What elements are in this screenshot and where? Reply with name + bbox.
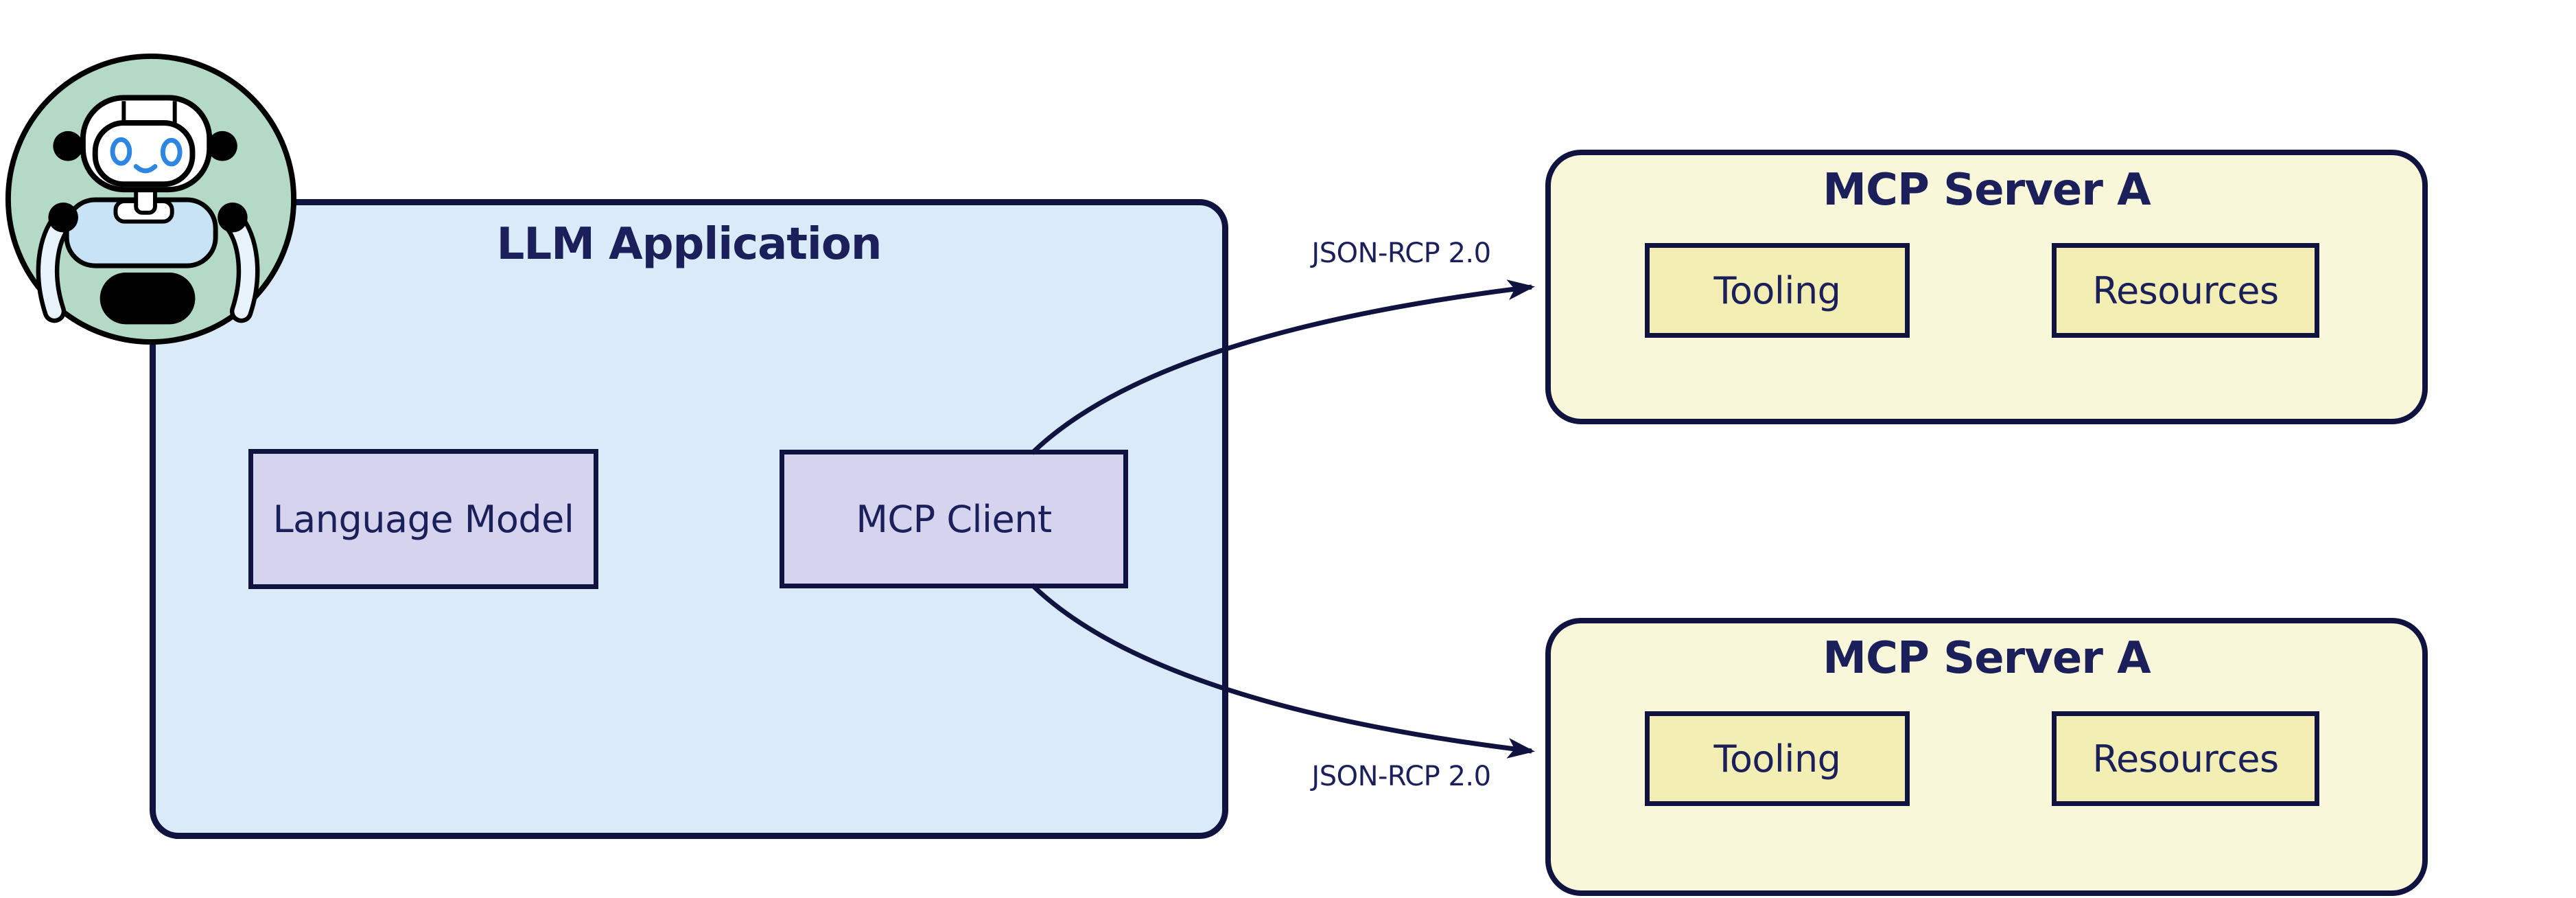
robot-eye-left: [110, 137, 132, 166]
tooling-box-bottom: Tooling: [1645, 711, 1910, 806]
mcp-server-bottom-box: MCP Server A Tooling Resources: [1545, 618, 2428, 896]
resources-box-bottom: Resources: [2052, 711, 2319, 806]
robot-ear-right: [207, 130, 237, 161]
mcp-client-label: MCP Client: [856, 497, 1052, 541]
tooling-label-bottom: Tooling: [1713, 737, 1841, 781]
llm-application-title: LLM Application: [496, 219, 882, 270]
robot-ear-left: [53, 130, 83, 161]
language-model-label: Language Model: [272, 497, 574, 541]
resources-label-top: Resources: [2092, 268, 2279, 312]
robot-smile: [133, 163, 158, 174]
language-model-box: Language Model: [248, 449, 598, 589]
robot-hand-left: [48, 202, 78, 233]
resources-box-top: Resources: [2052, 243, 2319, 338]
robot-mascot-icon: [5, 53, 297, 345]
robot-tablet: [99, 273, 196, 325]
robot-hand-right: [218, 202, 248, 233]
mcp-server-top-title: MCP Server A: [1823, 165, 2151, 216]
resources-label-bottom: Resources: [2092, 737, 2279, 781]
mcp-server-top-box: MCP Server A Tooling Resources: [1545, 150, 2428, 424]
connection-label-top: JSON-RCP 2.0: [1311, 238, 1491, 269]
tooling-box-top: Tooling: [1645, 243, 1910, 338]
connection-label-bottom: JSON-RCP 2.0: [1311, 761, 1491, 792]
mcp-server-bottom-title: MCP Server A: [1823, 633, 2151, 684]
mcp-client-box: MCP Client: [780, 450, 1128, 588]
tooling-label-top: Tooling: [1713, 268, 1841, 312]
robot-eye-right: [160, 137, 183, 167]
